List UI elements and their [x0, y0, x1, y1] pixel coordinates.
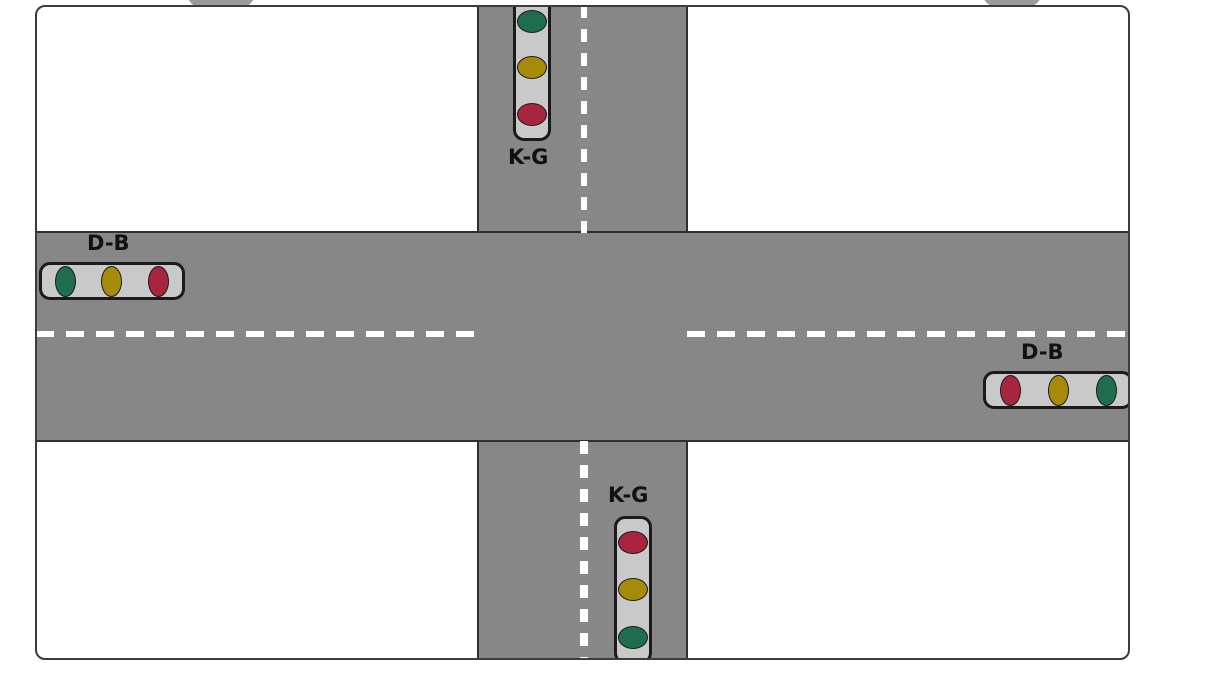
signal-west-housing[interactable] [39, 262, 185, 300]
red-lamp[interactable] [618, 531, 648, 555]
lane-divider-north [581, 7, 587, 233]
yellow-lamp[interactable] [517, 56, 547, 80]
yellow-lamp[interactable] [618, 578, 648, 602]
lane-divider-east [687, 331, 1128, 337]
lane-divider-south [580, 441, 588, 658]
green-lamp[interactable] [1095, 374, 1117, 406]
lane-divider-west [37, 331, 480, 337]
green-lamp[interactable] [517, 9, 547, 33]
yellow-lamp[interactable] [101, 265, 123, 297]
signal-north-housing[interactable] [513, 7, 551, 141]
green-lamp[interactable] [618, 625, 648, 649]
intersection-canvas[interactable]: K-G D-B D-B K-G [35, 5, 1130, 660]
signal-west-label: D-B [87, 231, 130, 255]
intersection-junction [479, 233, 686, 440]
red-lamp[interactable] [517, 103, 547, 127]
yellow-lamp[interactable] [1047, 374, 1069, 406]
signal-north-label: K-G [508, 145, 549, 169]
signal-south-label: K-G [608, 483, 649, 507]
signal-south-housing[interactable] [614, 516, 652, 658]
green-lamp[interactable] [54, 265, 76, 297]
signal-east-label: D-B [1021, 340, 1064, 364]
red-lamp[interactable] [999, 374, 1021, 406]
red-lamp[interactable] [148, 265, 170, 297]
signal-east-housing[interactable] [983, 371, 1128, 409]
